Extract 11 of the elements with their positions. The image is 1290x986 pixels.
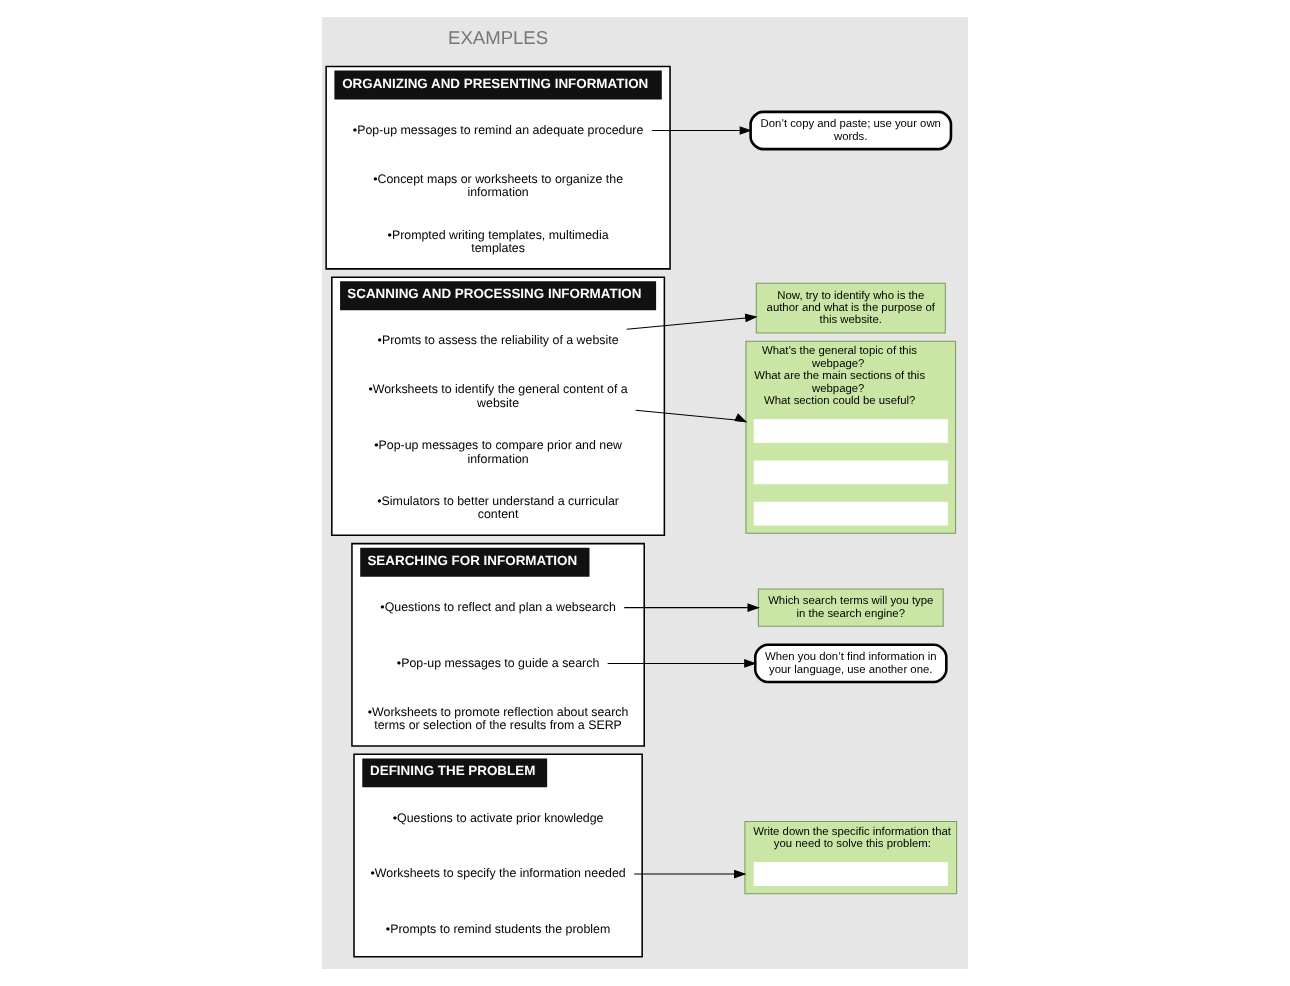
label: EXAMPLES xyxy=(448,28,549,49)
arrow xyxy=(607,659,757,668)
node-box xyxy=(753,862,948,886)
arrow xyxy=(635,409,748,423)
arrow xyxy=(626,313,758,330)
node-box xyxy=(753,501,948,526)
arrow xyxy=(633,869,747,879)
node-box xyxy=(753,419,948,443)
node-box xyxy=(753,460,948,485)
arrow xyxy=(623,603,760,612)
arrow xyxy=(651,126,753,135)
